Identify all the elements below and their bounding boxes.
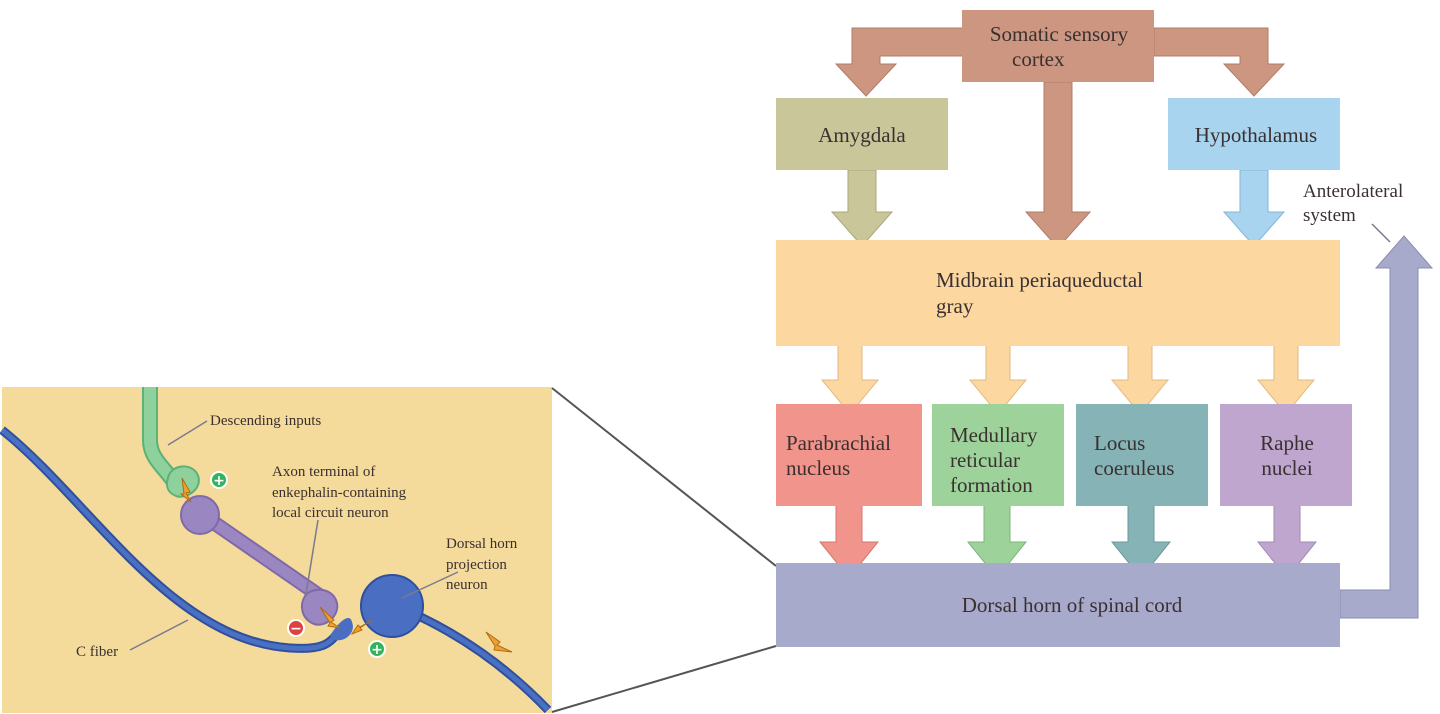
box-hypothalamus xyxy=(1168,98,1340,170)
leader-projection xyxy=(401,571,459,599)
arrow-locus-to-dorsal xyxy=(1110,504,1172,579)
arrow-pag-to-medullary xyxy=(968,343,1028,415)
leader-descending xyxy=(167,420,208,446)
svg-text:+: + xyxy=(371,642,383,658)
text-hypothalamus: Hypothalamus xyxy=(1195,123,1317,147)
text-medullary-2: reticular xyxy=(950,448,1020,472)
arrow-hypothalamus-to-pag xyxy=(1222,169,1286,247)
arrow-anterolateral-system xyxy=(1339,235,1434,619)
plus-sign-descending: + xyxy=(210,471,228,489)
text-raphe-1: Raphe xyxy=(1260,431,1314,455)
text-medullary-1: Medullary xyxy=(950,423,1038,447)
zoom-line-bottom xyxy=(551,645,777,713)
label-c-fiber: C fiber xyxy=(76,644,118,660)
text-locus-1: Locus xyxy=(1094,431,1145,455)
text-parabrachial-1: Parabrachial xyxy=(786,431,891,455)
svg-text:neuron: neuron xyxy=(446,577,488,593)
minus-sign-inhibition: − xyxy=(287,619,305,637)
box-medullary-reticular xyxy=(932,404,1064,506)
arrow-pag-to-locus xyxy=(1110,343,1170,415)
svg-text:projection: projection xyxy=(446,557,507,573)
text-raphe-2: nuclei xyxy=(1261,456,1312,480)
box-raphe-nuclei xyxy=(1220,404,1352,506)
leader-axon-terminal xyxy=(305,519,319,595)
svg-text:system: system xyxy=(1303,205,1356,226)
projection-neuron-axon-highlight xyxy=(408,609,550,712)
text-medullary-3: formation xyxy=(950,473,1033,497)
signal-arrow-ctop xyxy=(350,619,373,636)
signal-arrow-descending xyxy=(179,477,192,503)
svg-text:enkephalin-containing: enkephalin-containing xyxy=(272,485,407,501)
label-dorsal-horn-projection: Dorsal horn projection neuron xyxy=(446,536,518,593)
text-parabrachial-2: nucleus xyxy=(786,456,850,480)
text-pag-1: Midbrain periaqueductal xyxy=(936,268,1143,292)
text-amygdala: Amygdala xyxy=(818,123,906,147)
zoom-line-top xyxy=(551,387,777,567)
svg-text:Dorsal horn: Dorsal horn xyxy=(446,536,518,552)
label-anterolateral-system: Anterolateral system xyxy=(1303,181,1403,226)
leader-c-fiber xyxy=(129,619,189,651)
c-fiber-axon-highlight xyxy=(0,428,341,651)
svg-text:Anterolateral: Anterolateral xyxy=(1303,181,1403,202)
inset-panel: + − + Descending inputs Axon terminal of… xyxy=(0,387,777,714)
arrow-cortex-to-hypothalamus xyxy=(1153,27,1286,97)
inset-background xyxy=(2,387,552,713)
svg-text:Axon terminal of: Axon terminal of xyxy=(272,464,375,480)
local-neuron-axon-fill xyxy=(206,515,324,601)
signal-arrow-output xyxy=(485,631,513,653)
plus-sign-c-fiber: + xyxy=(368,640,386,658)
c-fiber-terminal xyxy=(330,617,353,641)
text-dorsal-horn: Dorsal horn of spinal cord xyxy=(962,593,1183,617)
projection-neuron-soma xyxy=(360,574,424,638)
leader-anterolateral xyxy=(1371,223,1391,243)
arrow-pag-to-parabrachial xyxy=(820,343,880,415)
box-amygdala xyxy=(776,98,948,170)
label-descending-inputs: Descending inputs xyxy=(210,413,321,429)
arrow-amygdala-to-pag xyxy=(830,169,894,247)
box-parabrachial-nucleus xyxy=(776,404,922,506)
svg-text:−: − xyxy=(290,621,302,637)
box-locus-coeruleus xyxy=(1076,404,1208,506)
box-midbrain-pag xyxy=(776,240,1340,346)
text-locus-2: coeruleus xyxy=(1094,456,1174,480)
arrow-medullary-to-dorsal xyxy=(966,504,1028,579)
box-somatic-sensory-cortex xyxy=(962,10,1154,82)
arrow-cortex-to-amygdala xyxy=(834,27,965,97)
label-axon-terminal: Axon terminal of enkephalin-containing l… xyxy=(272,464,407,521)
signal-arrow-local xyxy=(319,606,341,629)
arrow-pag-to-raphe xyxy=(1256,343,1316,415)
svg-text:local circuit neuron: local circuit neuron xyxy=(272,505,389,521)
box-dorsal-horn xyxy=(776,563,1340,647)
text-pag-2: gray xyxy=(936,294,974,318)
text-somatic-2: cortex xyxy=(1012,47,1065,71)
arrow-raphe-to-dorsal xyxy=(1256,504,1318,579)
arrow-cortex-to-pag xyxy=(1024,81,1092,249)
text-somatic-1: Somatic sensory xyxy=(990,22,1129,46)
arrow-parabrachial-to-dorsal xyxy=(818,504,880,579)
local-neuron-soma xyxy=(180,495,220,535)
svg-text:+: + xyxy=(213,473,225,489)
